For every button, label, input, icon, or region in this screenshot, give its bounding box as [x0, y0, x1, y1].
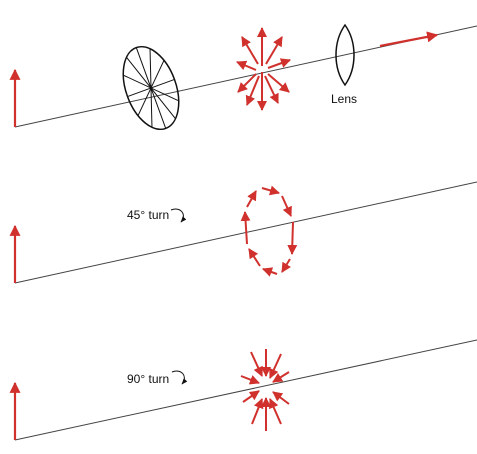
converging-polarization-arrows	[240, 349, 290, 431]
panel-middle: 45° turn	[9, 181, 477, 284]
lens-label: Lens	[331, 92, 357, 106]
elliptical-polarization-arrows	[240, 185, 298, 277]
turn-45-label: 45° turn	[127, 208, 169, 222]
curved-arrow-icon	[170, 208, 187, 223]
output-light-arrow	[379, 31, 439, 48]
turn-90-label: 90° turn	[127, 372, 169, 386]
polarizer-wheel	[122, 45, 180, 131]
curved-arrow-icon	[171, 370, 188, 385]
panel-top: Lens	[9, 23, 477, 131]
beam-line	[14, 339, 477, 441]
lens-shape	[335, 23, 355, 87]
unpolarized-light-arrows	[236, 27, 291, 111]
panel-bottom: 90° turn	[9, 339, 477, 441]
